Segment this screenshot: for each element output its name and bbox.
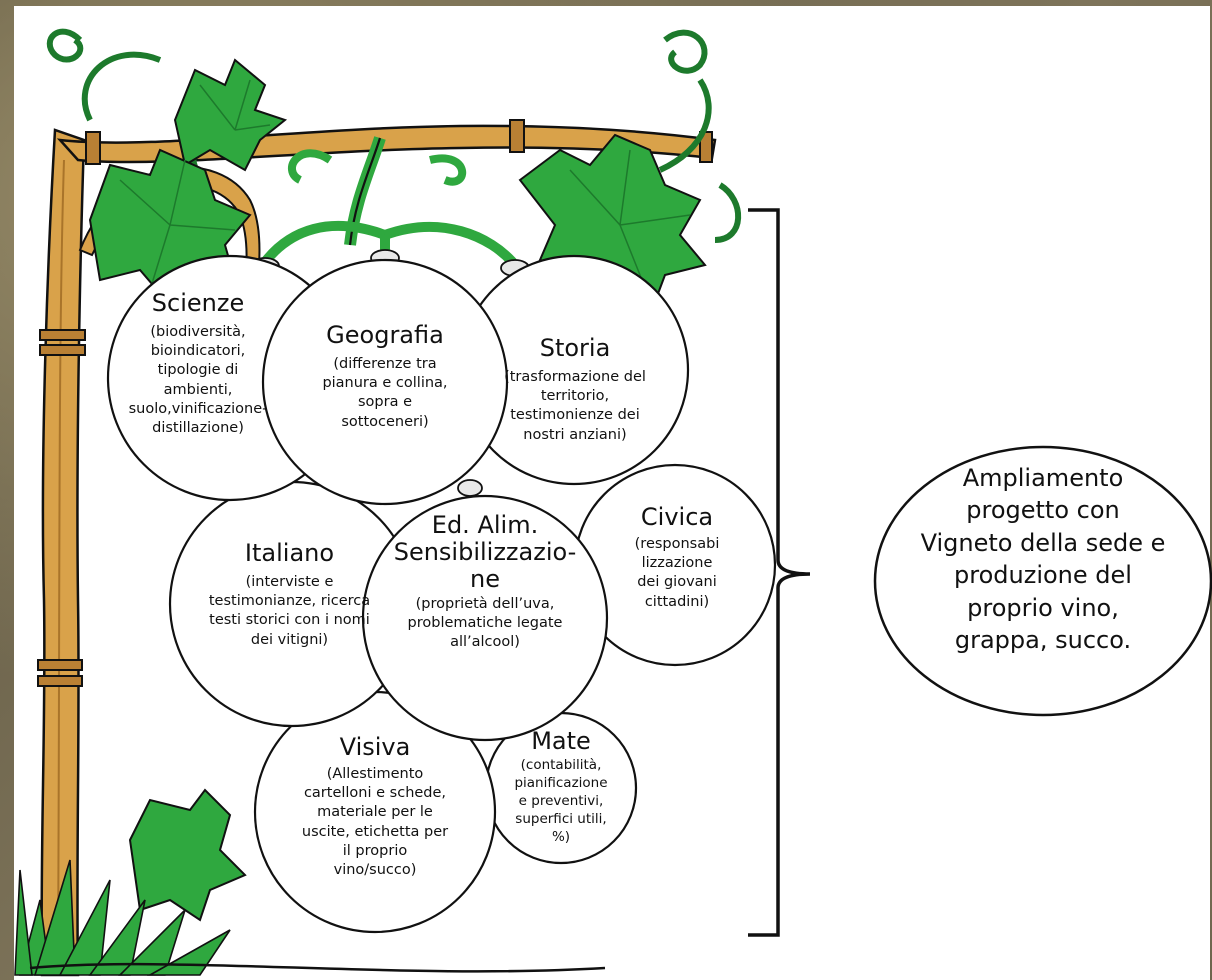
edalim-label: Ed. Alim. Sensibilizzazio- ne (proprietà…: [375, 512, 595, 652]
storia-title: Storia: [539, 334, 611, 362]
edalim-line-3: all’alcool): [450, 634, 520, 651]
scienze-title: Scienze: [151, 289, 245, 317]
storia-body: (trasformazione del territorio, testimon…: [504, 368, 646, 445]
edalim-line-2: problematiche legate: [407, 614, 563, 631]
geografia-line-4: sottoceneri): [341, 413, 429, 430]
outcome-text: Ampliamento progetto con Vigneto della s…: [880, 462, 1206, 656]
visiva-body: (Allestimento cartelloni e schede, mater…: [302, 765, 448, 881]
mate-body: (contabilità, pianificazione e preventiv…: [514, 757, 607, 847]
trellis-pole-vertical: [40, 128, 86, 977]
mate-line-1: (contabilità,: [520, 756, 602, 773]
storia-line-2: territorio,: [540, 388, 610, 405]
geografia-line-3: sopra e: [357, 394, 412, 411]
grape-geografia: [261, 258, 509, 506]
grape-edalim: [361, 494, 609, 742]
civica-title: Civica: [640, 503, 714, 531]
grape-circles: [106, 254, 777, 934]
storia-line-4: nostri anziani): [523, 426, 627, 443]
ground-line: [29, 962, 606, 973]
outcome-line-5: proprio vino,: [967, 593, 1119, 622]
italiano-line-4: dei vitigni): [250, 631, 329, 648]
geografia-title: Geografia: [326, 321, 444, 349]
pole-grain: [57, 159, 65, 961]
geografia-label: Geografia (differenze tra pianura e coll…: [285, 322, 485, 432]
outcome-line-1: Ampliamento: [962, 464, 1124, 492]
visiva-title: Visiva: [339, 733, 411, 761]
grass: [14, 859, 231, 976]
geografia-line-1: (differenze tra: [333, 355, 437, 372]
visiva-line-1: (Allestimento: [326, 765, 424, 782]
scienze-line-2: bioindicatori,: [150, 343, 246, 360]
edalim-title-line-2: Sensibilizzazio-: [393, 537, 577, 566]
vine-stems: [261, 136, 519, 269]
geografia-line-2: pianura e collina,: [322, 375, 448, 392]
pole-bindings: [37, 119, 713, 687]
visiva-line-3: materiale per le: [317, 804, 433, 821]
edalim-body: (proprietà dell’uva, problematiche legat…: [408, 595, 563, 653]
mate-line-3: e preventivi,: [518, 792, 604, 809]
edalim-title-line-1: Ed. Alim.: [431, 511, 539, 539]
outcome-line-3: Vigneto della sede e: [920, 528, 1166, 557]
visiva-label: Visiva (Allestimento cartelloni e schede…: [285, 734, 465, 881]
outcome-line-2: progetto con: [966, 496, 1120, 525]
italiano-title: Italiano: [244, 539, 335, 567]
mate-line-2: pianificazione: [514, 774, 608, 791]
mate-line-5: %): [551, 828, 571, 845]
scienze-line-1: (biodiversità,: [150, 323, 246, 340]
edalim-title: Ed. Alim. Sensibilizzazio- ne: [394, 512, 577, 593]
scienze-label: Scienze (biodiversità, bioindicatori, ti…: [98, 290, 298, 439]
italiano-body: (interviste e testimonianze, ricerca tes…: [209, 573, 370, 650]
leaf-veins: [119, 79, 691, 301]
italiano-line-1: (interviste e: [245, 573, 334, 590]
edalim-line-1: (proprietà dell’uva,: [415, 595, 555, 612]
leaf-bottom: [128, 788, 247, 922]
civica-line-3: dei giovani: [637, 574, 717, 591]
scienze-body: (biodiversità, bioindicatori, tipologie …: [129, 323, 268, 439]
civica-line-1: (responsabi: [634, 535, 720, 552]
visiva-line-2: cartelloni e schede,: [303, 785, 447, 802]
mate-title: Mate: [531, 727, 591, 755]
outcome-line-6: grappa, succo.: [954, 625, 1132, 654]
scienze-line-3: tipologie di: [157, 362, 239, 379]
mate-label: Mate (contabilità, pianificazione e prev…: [491, 728, 631, 847]
visiva-line-4: uscite, etichetta per: [301, 823, 449, 840]
storia-line-1: (trasformazione del: [504, 368, 646, 385]
civica-line-4: cittadini): [644, 593, 710, 610]
civica-line-2: lizzazione: [641, 555, 713, 572]
italiano-label: Italiano (interviste e testimonianze, ri…: [172, 540, 407, 650]
storia-label: Storia (trasformazione del territorio, t…: [490, 335, 660, 445]
scienze-line-6: distillazione): [152, 420, 244, 437]
italiano-line-2: testimonianze, ricerca: [208, 593, 371, 610]
italiano-line-3: testi storici con i nomi: [209, 612, 370, 629]
mate-line-4: superfici utili,: [515, 810, 607, 827]
civica-body: (responsabi lizzazione dei giovani citta…: [635, 535, 720, 612]
scienze-line-4: ambienti,: [163, 381, 233, 398]
edalim-title-line-3: ne: [470, 564, 500, 593]
civica-label: Civica (responsabi lizzazione dei giovan…: [612, 504, 742, 612]
storia-line-3: testimonienze dei: [510, 407, 640, 424]
scienze-line-5: suolo,vinificazione-: [128, 401, 268, 417]
outcome-line-4: produzione del: [954, 561, 1132, 590]
curly-bracket: [748, 208, 811, 937]
outcome-ellipse: [873, 445, 1212, 717]
visiva-line-5: il proprio: [342, 843, 408, 859]
visiva-line-6: vino/succo): [333, 862, 417, 879]
geografia-body: (differenze tra pianura e collina, sopra…: [322, 355, 447, 432]
